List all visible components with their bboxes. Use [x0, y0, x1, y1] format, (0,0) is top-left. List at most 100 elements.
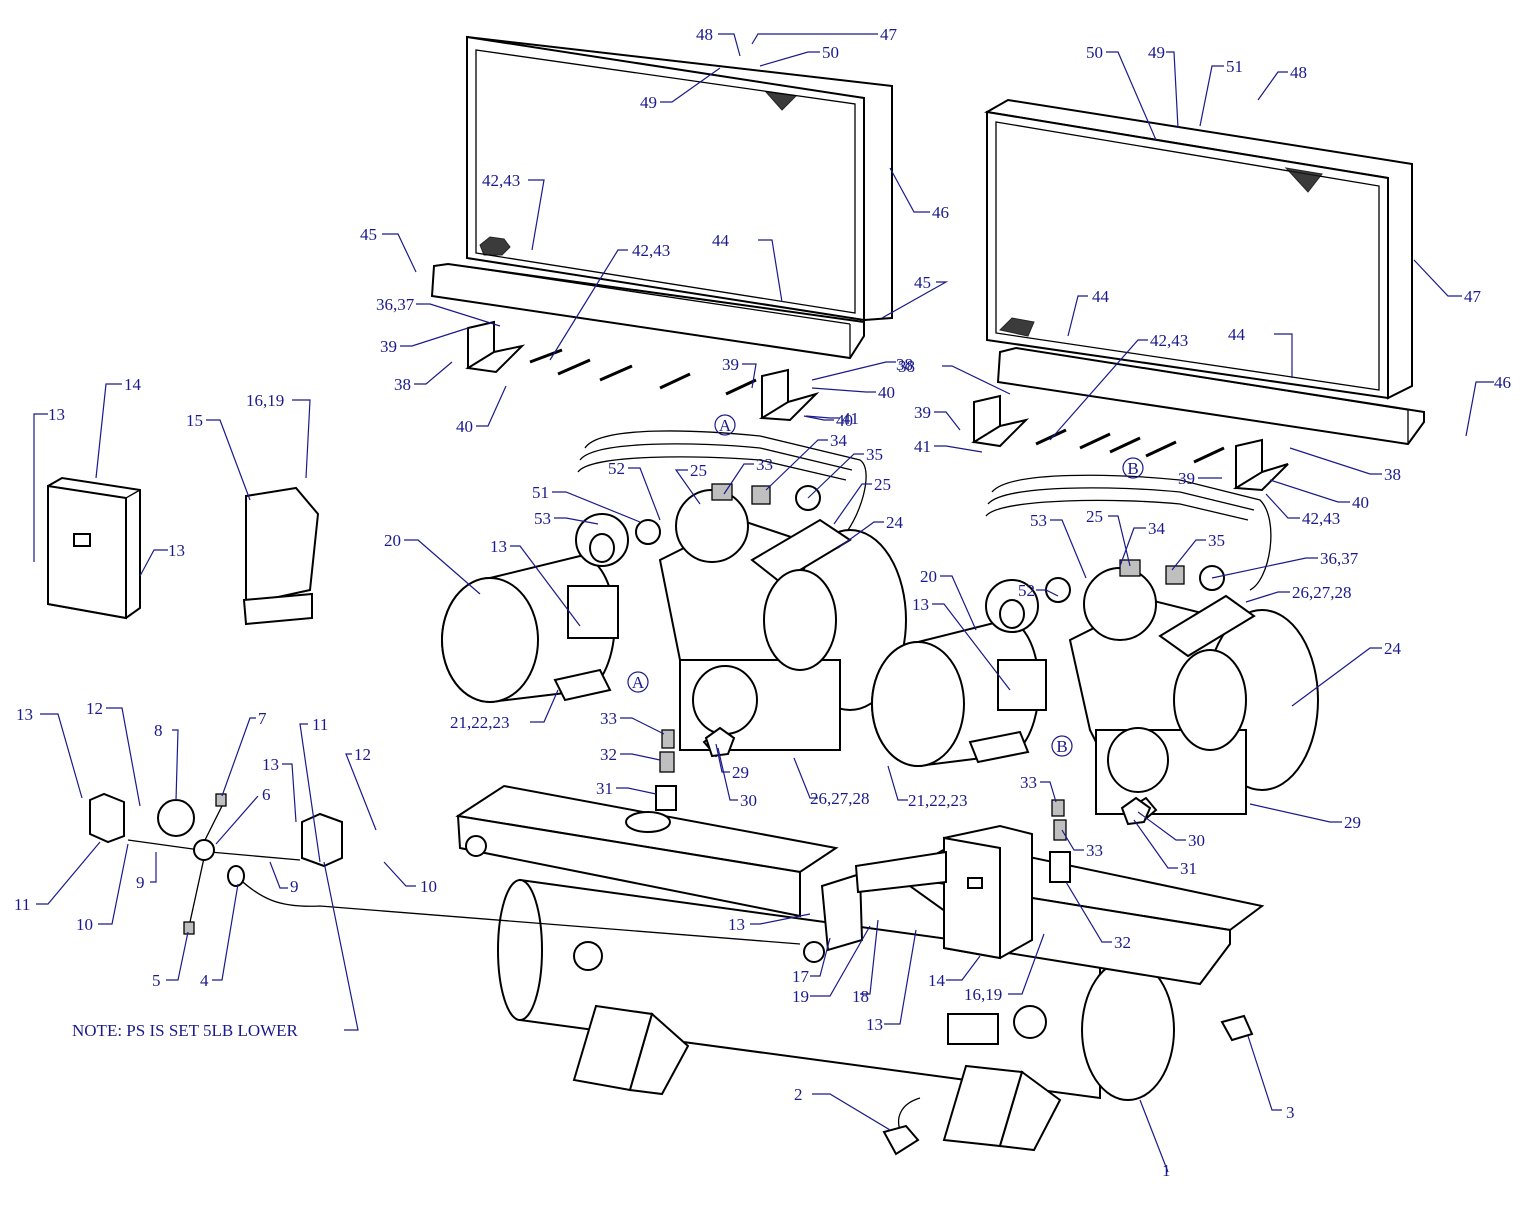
detail-marker-label: B	[1056, 737, 1067, 756]
callout-leader	[404, 539, 481, 595]
callout-leader	[139, 549, 168, 577]
callout-label: 21,22,23	[450, 713, 510, 732]
callout-leader	[1171, 539, 1206, 571]
callout-leader	[1008, 933, 1045, 995]
callout-label: 41	[914, 437, 931, 456]
detail-marker-label: A	[719, 416, 732, 435]
callout-label: 52	[1018, 581, 1035, 600]
callout-label: 47	[1464, 287, 1482, 306]
pump-assembly-right	[871, 474, 1319, 824]
callout-leader	[1040, 781, 1057, 803]
callout-leader	[400, 327, 469, 347]
callout-label: 33	[1086, 841, 1103, 860]
callout-label: 17	[792, 967, 810, 986]
callout-label: 44	[1228, 325, 1246, 344]
callout-leader	[221, 717, 256, 797]
callout-label: 42,43	[1302, 509, 1340, 528]
callout-leader	[549, 249, 628, 361]
callout-label: 29	[1344, 813, 1361, 832]
callout-leader	[206, 419, 251, 501]
callout-label: 44	[712, 231, 730, 250]
callout-label: 45	[360, 225, 377, 244]
callout-label: 13	[866, 1015, 883, 1034]
callout-label: 15	[186, 411, 203, 430]
callout-leader	[715, 743, 730, 773]
callout-leader	[1289, 447, 1382, 475]
callout-leader	[934, 445, 983, 453]
callout-label: 10	[76, 915, 93, 934]
callout-leader	[742, 363, 757, 389]
control-box-14-right	[943, 824, 1033, 960]
callout-label: 38	[896, 355, 913, 374]
callout-leader	[833, 483, 872, 525]
callout-label: 12	[354, 745, 371, 764]
callout-leader	[98, 843, 129, 925]
callout-leader	[810, 937, 831, 977]
callout-leader	[812, 1093, 891, 1131]
callout-leader	[299, 723, 321, 863]
callout-label: 13	[490, 537, 507, 556]
callout-leader	[552, 491, 641, 523]
callout-label: 40	[878, 383, 895, 402]
callout-leader	[932, 603, 1011, 691]
callout-label: 36,37	[1320, 549, 1359, 568]
callout-leader	[674, 469, 701, 505]
callout-leader	[1291, 647, 1382, 707]
callout-label: 14	[928, 971, 946, 990]
callout-leader	[1413, 259, 1462, 297]
callout-label: 34	[1148, 519, 1166, 538]
callout-label: 13	[168, 541, 185, 560]
callout-leader	[717, 747, 738, 801]
callout-leader	[382, 233, 417, 273]
control-box-14-left	[47, 476, 141, 620]
belt-guard-right	[984, 98, 1425, 446]
callout-leader-lines	[33, 33, 1494, 1173]
callout-label: 25	[874, 475, 891, 494]
callout-leader	[1137, 811, 1186, 841]
callout-leader	[106, 707, 141, 807]
callout-label: 45	[914, 273, 931, 292]
callout-label: 25	[690, 461, 707, 480]
callout-leader	[1139, 1099, 1169, 1173]
callout-label: 20	[920, 567, 937, 586]
callout-label: 46	[932, 203, 949, 222]
callout-leader	[416, 303, 501, 327]
callout-leader	[811, 387, 876, 393]
callout-label: 1	[1162, 1161, 1171, 1180]
callout-label: 52	[608, 459, 625, 478]
callout-label: 50	[822, 43, 839, 62]
callout-leader	[810, 925, 871, 997]
callout-label: 53	[1030, 511, 1047, 530]
callout-leader	[530, 689, 559, 723]
callout-label: 20	[384, 531, 401, 550]
callout-leader	[750, 913, 811, 925]
callout-leader	[887, 765, 908, 801]
callout-leader	[620, 753, 661, 761]
note-text: NOTE: PS IS SET 5LB LOWER	[72, 1021, 299, 1040]
callout-leader	[1119, 527, 1146, 567]
callout-label: 5	[152, 971, 161, 990]
callout-leader	[1211, 557, 1318, 579]
callout-label: 46	[1494, 373, 1511, 392]
callout-label: 11	[14, 895, 30, 914]
callout-label: 33	[756, 455, 773, 474]
callout-label: 25	[1086, 507, 1103, 526]
pressure-switch-manifold	[89, 792, 801, 945]
callout-label: 50	[1086, 43, 1103, 62]
callout-label: 2	[794, 1085, 803, 1104]
callout-label: 6	[262, 785, 271, 804]
callout-label: 19	[792, 987, 809, 1006]
callout-label: 4	[200, 971, 209, 990]
callout-label: 36,37	[376, 295, 415, 314]
callout-leader	[1465, 381, 1494, 437]
fittings	[655, 726, 1254, 1156]
callout-label: 9	[136, 873, 145, 892]
callout-label: 31	[596, 779, 613, 798]
callout-leader	[1065, 881, 1112, 943]
callout-leader	[510, 545, 581, 627]
callout-leader	[269, 861, 288, 889]
callout-label: 44	[1092, 287, 1110, 306]
callout-leader	[807, 453, 864, 499]
